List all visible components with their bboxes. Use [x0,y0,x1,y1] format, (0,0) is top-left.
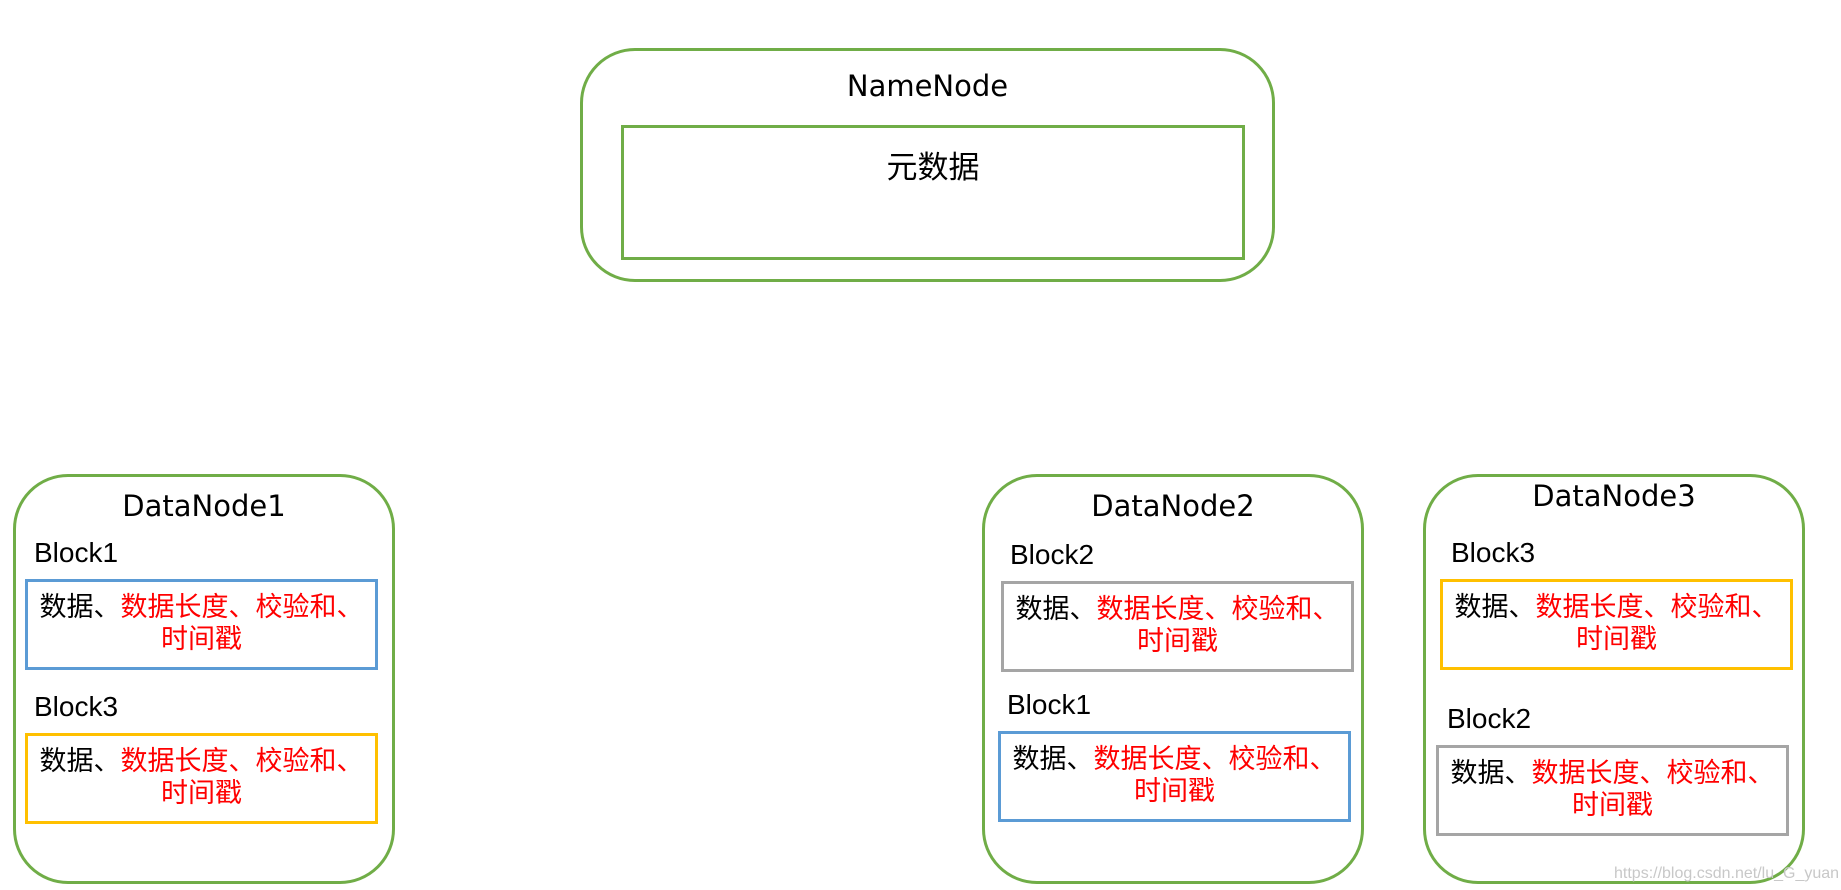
datanode3-block-box: 数据、数据长度、校验和、 时间戳 [1440,579,1793,670]
datanode1-block-label: Block3 [34,691,119,722]
datanode1-title: DataNode1 [122,489,286,523]
block-text-highlight: 数据长度、校验和、 [1535,592,1779,623]
block-text-highlight: 数据长度、校验和、 [1531,758,1775,789]
datanode3-block-box: 数据、数据长度、校验和、 时间戳 [1436,745,1789,836]
block-text-timestamp: 时间戳 [1572,790,1653,821]
datanode2-block-label: Block1 [1007,689,1092,720]
block-text-timestamp: 时间戳 [161,778,242,809]
block-text-timestamp: 时间戳 [161,624,242,655]
datanode2-block-box: 数据、数据长度、校验和、 时间戳 [1001,581,1354,672]
datanode1-block-box: 数据、数据长度、校验和、 时间戳 [25,733,378,824]
datanode2-block-box: 数据、数据长度、校验和、 时间戳 [998,731,1351,822]
block-text-prefix: 数据、 [1015,594,1097,625]
namenode-title: NameNode [846,69,1009,103]
block-text-highlight: 数据长度、校验和、 [1093,744,1337,775]
datanode2-title: DataNode2 [1091,489,1255,523]
datanode3-title: DataNode3 [1532,479,1696,513]
block-text-highlight: 数据长度、校验和、 [1096,594,1340,625]
block-text-prefix: 数据、 [1450,758,1532,789]
metadata-box: 元数据 [621,125,1245,260]
namenode-container: NameNode 元数据 [580,48,1275,282]
watermark: https://blog.csdn.net/lu_G_yuan [1614,865,1840,882]
block-text-timestamp: 时间戳 [1134,776,1215,807]
block-text-highlight: 数据长度、校验和、 [120,746,364,777]
block-text-prefix: 数据、 [1012,744,1094,775]
datanode1-block-box: 数据、数据长度、校验和、 时间戳 [25,579,378,670]
block-text-prefix: 数据、 [1454,592,1536,623]
block-text-prefix: 数据、 [39,746,121,777]
block-text-highlight: 数据长度、校验和、 [120,592,364,623]
datanode1-container: DataNode1 Block1 数据、数据长度、校验和、 时间戳 Block3… [13,474,395,884]
metadata-label: 元数据 [886,150,980,186]
datanode3-container: DataNode3 Block3 数据、数据长度、校验和、 时间戳 Block2… [1423,474,1805,884]
datanode2-block-label: Block2 [1010,539,1095,570]
block-text-timestamp: 时间戳 [1576,624,1657,655]
datanode3-block-label: Block2 [1447,703,1532,734]
datanode1-block-label: Block1 [34,537,119,568]
block-text-prefix: 数据、 [39,592,121,623]
block-text-timestamp: 时间戳 [1137,626,1218,657]
datanode3-block-label: Block3 [1451,537,1536,568]
datanode2-container: DataNode2 Block2 数据、数据长度、校验和、 时间戳 Block1… [982,474,1364,884]
